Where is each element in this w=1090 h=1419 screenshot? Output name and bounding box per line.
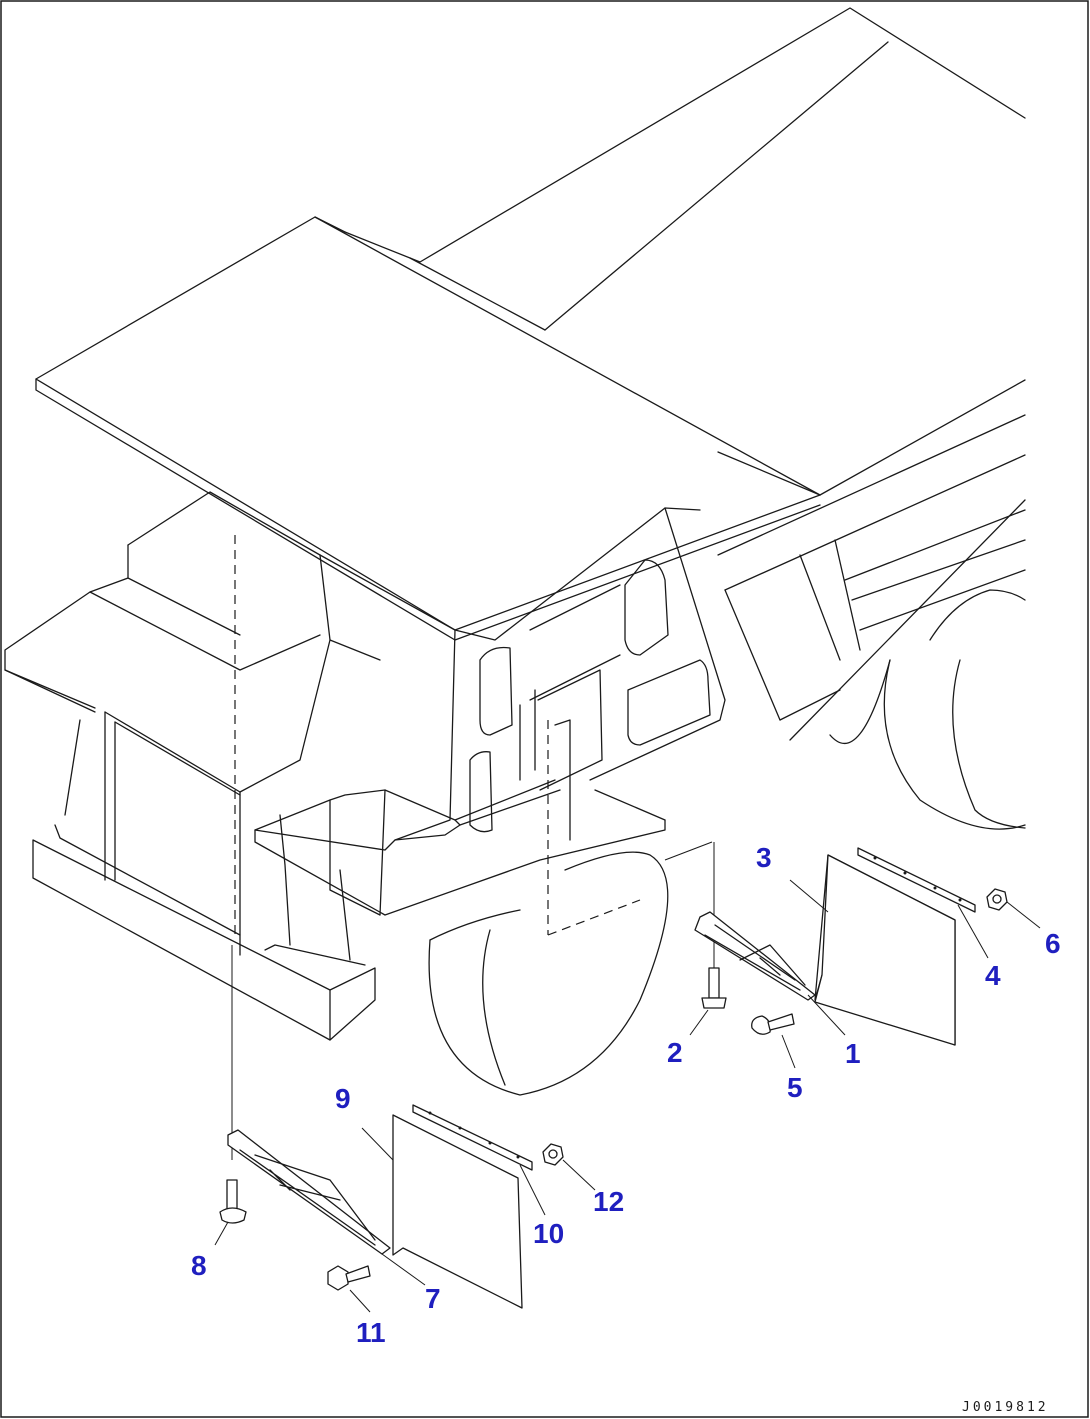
mudflap-part-9 bbox=[392, 1114, 523, 1309]
cab-structure bbox=[4, 491, 726, 1041]
bolt-part-2 bbox=[701, 967, 727, 1009]
strip-part-10 bbox=[412, 1104, 533, 1171]
callout-6: 6 bbox=[1045, 928, 1061, 959]
strip-part-4 bbox=[857, 847, 976, 913]
callout-2: 2 bbox=[667, 1037, 683, 1068]
right-mudflap-assembly bbox=[694, 847, 1008, 1046]
nut-part-6 bbox=[986, 888, 1008, 911]
dump-body bbox=[35, 7, 1026, 741]
callout-7: 7 bbox=[425, 1283, 441, 1314]
callout-12: 12 bbox=[593, 1186, 624, 1217]
leader-lines bbox=[214, 879, 1041, 1313]
callout-8: 8 bbox=[191, 1250, 207, 1281]
callout-9: 9 bbox=[335, 1083, 351, 1114]
left-mudflap-assembly bbox=[219, 1104, 564, 1309]
front-tire bbox=[428, 851, 669, 1096]
bracket-part-1 bbox=[694, 911, 816, 1001]
callout-labels: 1 2 3 4 5 6 7 8 9 10 11 12 bbox=[191, 842, 1061, 1348]
bolt-part-5 bbox=[751, 1013, 795, 1035]
callout-1: 1 bbox=[845, 1038, 861, 1069]
rear-tire bbox=[829, 589, 1026, 830]
drawing-code: J0019812 bbox=[962, 1400, 1049, 1415]
bolt-part-8 bbox=[219, 1179, 247, 1224]
assembly-centerlines bbox=[231, 535, 715, 1160]
callout-3: 3 bbox=[756, 842, 772, 873]
callout-10: 10 bbox=[533, 1218, 564, 1249]
nut-part-12 bbox=[542, 1143, 564, 1166]
bolt-part-11 bbox=[327, 1265, 371, 1291]
callout-11: 11 bbox=[356, 1317, 386, 1348]
callout-5: 5 bbox=[787, 1072, 803, 1103]
callout-4: 4 bbox=[985, 960, 1001, 991]
